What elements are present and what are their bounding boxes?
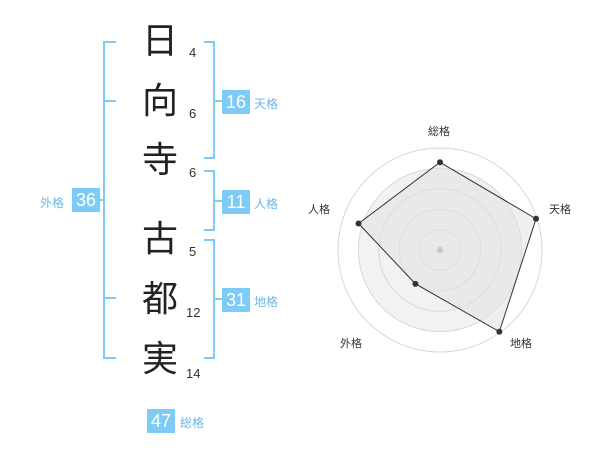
radar-point-4 — [412, 280, 419, 287]
stroke-count-6: 14 — [186, 366, 201, 381]
radar-label-chikaku: 地格 — [510, 337, 532, 350]
radar-point-5 — [355, 220, 362, 227]
stroke-count-4: 5 — [189, 244, 197, 259]
gaikaku-value-badge: 36 — [72, 188, 100, 212]
name-char-5: 都 — [141, 279, 178, 320]
gaikaku-label: 外格 — [40, 196, 65, 210]
radar-polygon — [357, 161, 537, 333]
radar-point-3 — [496, 328, 503, 335]
soukaku-value-badge: 47 — [147, 409, 175, 433]
radar-center-dot — [437, 247, 443, 253]
radar-label-soukaku: 総格 — [428, 125, 450, 138]
tenkaku-label: 天格 — [254, 97, 279, 111]
tenkaku-value-badge: 16 — [222, 90, 250, 114]
chikaku-value-badge: 31 — [222, 288, 250, 312]
jinkaku-value-badge: 11 — [222, 190, 250, 214]
radar-ring-1 — [337, 147, 543, 353]
radar-label-gaikaku: 外格 — [340, 337, 362, 350]
name-char-2: 向 — [141, 81, 178, 122]
stroke-count-3: 6 — [189, 165, 197, 180]
radar-point-2 — [533, 215, 540, 222]
radar-label-jinkaku: 人格 — [308, 203, 330, 216]
jinkaku-label: 人格 — [254, 197, 279, 211]
name-char-1: 日 — [141, 21, 178, 62]
name-char-3: 寺 — [141, 140, 178, 181]
radar-point-1 — [437, 159, 443, 166]
chikaku-label: 地格 — [254, 295, 279, 309]
stroke-count-2: 6 — [189, 106, 197, 121]
name-char-4: 古 — [141, 219, 178, 260]
radar-label-tenkaku: 天格 — [549, 203, 571, 216]
soukaku-label: 総格 — [180, 416, 205, 430]
stroke-count-5: 12 — [186, 305, 201, 320]
name-char-6: 実 — [141, 339, 178, 380]
stroke-count-1: 4 — [189, 45, 197, 60]
